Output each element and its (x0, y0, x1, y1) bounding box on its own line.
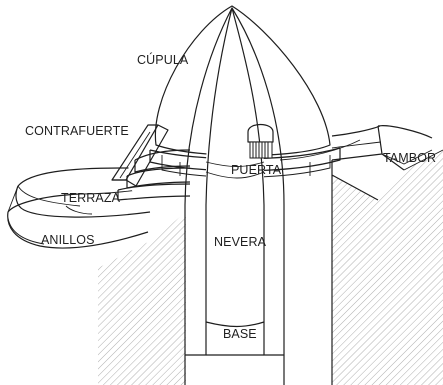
door (247, 123, 274, 159)
label-contrafuerte: CONTRAFUERTE (25, 124, 129, 138)
label-cupula: CÚPULA (137, 52, 189, 67)
buttress (111, 124, 169, 187)
label-base: BASE (223, 327, 257, 341)
labels: CÚPULA CONTRAFUERTE PUERTA TAMBOR TERRAZ… (25, 52, 436, 341)
label-tambor: TAMBOR (383, 151, 436, 165)
terrace-rings (6, 167, 151, 251)
drum-ring (330, 125, 433, 201)
label-anillos: ANILLOS (41, 233, 95, 247)
label-terraza: TERRAZA (61, 191, 121, 205)
interior-lines (205, 161, 265, 356)
label-nevera: NEVERA (214, 235, 267, 249)
walls (184, 7, 333, 385)
interior-cavity (206, 12, 264, 360)
ground-earth (98, 149, 443, 385)
label-puerta: PUERTA (231, 163, 282, 177)
